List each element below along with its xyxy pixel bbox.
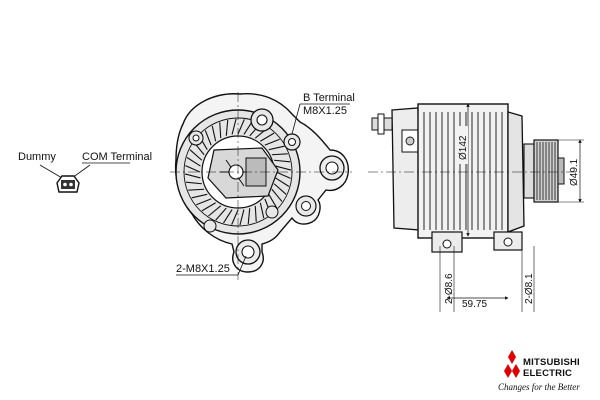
side-view: Ø142 Ø49.1 2-Ø8.6 2-Ø8.1 59.75 — [368, 103, 584, 312]
mount-foot-right — [493, 231, 523, 251]
b-terminal-stud — [283, 133, 301, 151]
hole-left-dim: 2-Ø8.6 — [444, 273, 455, 304]
mount-bolt-top — [250, 108, 274, 132]
b-terminal-thread-label: M8X1.25 — [303, 105, 347, 117]
logo-tagline: Changes for the Better — [498, 382, 580, 392]
mount-bolt-right — [295, 195, 317, 217]
connector-detail: Dummy COM Terminal — [18, 151, 152, 193]
hole-right-dim: 2-Ø8.1 — [524, 273, 535, 304]
mount-bolt-left — [188, 130, 204, 146]
mount-foot-left — [431, 231, 463, 253]
body-diameter-dim: Ø142 — [458, 135, 469, 160]
com-terminal-label: COM Terminal — [82, 151, 152, 163]
logo-line1: MITSUBISHI — [523, 357, 580, 368]
mount-span-dim: 59.75 — [462, 299, 487, 310]
logo-line2: ELECTRIC — [523, 368, 572, 379]
pulley-diameter-dim: Ø49.1 — [569, 158, 580, 186]
three-diamonds-icon — [504, 350, 520, 378]
mount-ear-bottom — [235, 239, 261, 265]
connector-plug-icon — [56, 175, 80, 193]
pulley-icon — [523, 139, 565, 203]
com-leader — [71, 164, 91, 179]
dummy-leader — [39, 164, 63, 179]
mount-bolts-label: 2-M8X1.25 — [176, 263, 230, 275]
dummy-label: Dummy — [18, 151, 56, 163]
mitsubishi-logo: MITSUBISHI ELECTRIC Changes for the Bett… — [498, 350, 580, 392]
stator-fins — [423, 112, 503, 230]
front-view: B Terminal M8X1.25 2-M8X1.25 — [170, 92, 355, 280]
cooling-vanes — [184, 118, 292, 226]
mount-ear-right — [319, 155, 345, 181]
b-terminal-label: B Terminal — [303, 92, 355, 104]
